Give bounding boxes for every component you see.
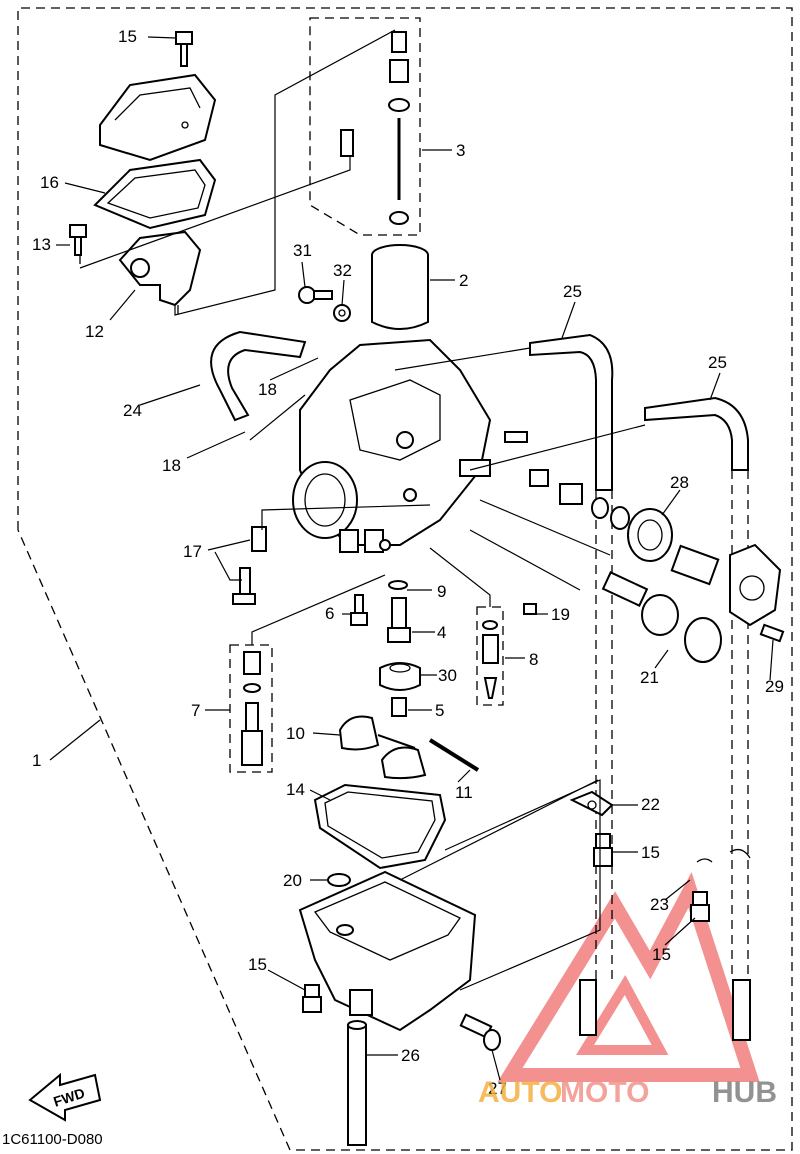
label-29: 29 [765, 677, 784, 696]
label-15-bowl: 15 [248, 955, 267, 974]
label-25-upper: 25 [563, 282, 582, 301]
clamp-23 [696, 848, 751, 863]
watermark-logo [497, 872, 760, 1082]
watermark-auto: AUTO [478, 1076, 562, 1109]
label-26: 26 [401, 1046, 420, 1065]
vent-hose-25b [644, 396, 749, 471]
float-bowl [298, 870, 477, 1032]
float-bowl-gasket-14 [313, 783, 447, 870]
idle-screw-parts [504, 431, 630, 530]
screw-13 [69, 224, 87, 256]
screw-15-right-lower [690, 891, 710, 922]
bracket-12 [118, 230, 202, 307]
label-21: 21 [640, 668, 659, 687]
label-24: 24 [123, 401, 142, 420]
screw-31 [298, 286, 333, 304]
label-13: 13 [32, 235, 51, 254]
washer-30 [379, 662, 421, 691]
label-15-right-upper: 15 [641, 843, 660, 862]
label-23: 23 [650, 895, 669, 914]
label-18-upper: 18 [258, 380, 277, 399]
diaphragm-cap-28 [627, 508, 673, 562]
label-17: 17 [183, 542, 202, 561]
jet-6 [350, 594, 368, 626]
watermark-moto: MOTO [560, 1076, 649, 1109]
pilot-jet-7 [241, 651, 263, 766]
label-8: 8 [529, 650, 538, 669]
label-18-lower: 18 [162, 456, 181, 475]
cover-29 [729, 543, 782, 627]
label-5: 5 [435, 701, 444, 720]
throttle-slide-2 [371, 244, 429, 330]
label-15-right-lower: 15 [652, 945, 671, 964]
screw-29 [759, 623, 785, 643]
main-jet-5 [391, 697, 407, 717]
label-3: 3 [456, 141, 465, 160]
label-19: 19 [551, 605, 570, 624]
label-31: 31 [293, 241, 312, 260]
label-27: 27 [488, 1079, 507, 1098]
spring [670, 544, 720, 586]
label-28: 28 [670, 473, 689, 492]
washer-32 [333, 304, 351, 322]
diagram-code: 1C61100-D080 [2, 1131, 103, 1148]
label-1: 1 [32, 751, 41, 770]
screw-15-bowl-left [302, 984, 322, 1013]
float-10 [338, 715, 427, 780]
assembly-boundary [17, 7, 793, 1151]
needle-assembly-3 [340, 31, 410, 225]
o-ring-9 [388, 580, 408, 590]
label-30: 30 [438, 666, 457, 685]
label-4: 4 [437, 623, 446, 642]
carburetor-body [292, 338, 492, 553]
label-10: 10 [286, 724, 305, 743]
label-32: 32 [333, 261, 352, 280]
screw-19 [523, 603, 537, 615]
label-11: 11 [455, 783, 473, 802]
watermark-hub: HUB [712, 1076, 777, 1109]
label-22: 22 [641, 795, 660, 814]
label-12: 12 [85, 322, 104, 341]
vent-hose-25a [529, 333, 614, 491]
fwd-arrow-icon: FWD [28, 1072, 102, 1122]
plate-22 [569, 790, 614, 817]
label-2: 2 [459, 271, 468, 290]
label-7: 7 [191, 701, 200, 720]
label-14: 14 [286, 780, 305, 799]
needle-jet-4 [387, 597, 411, 643]
o-ring-20 [327, 873, 351, 887]
drain-hose-26 [347, 1024, 367, 1146]
top-cover [99, 73, 217, 162]
label-25-right: 25 [708, 353, 727, 372]
label-15-top: 15 [118, 27, 137, 46]
drain-screw-27 [459, 1013, 501, 1051]
watermark-text: AUTO MOTO HUB [478, 1076, 777, 1109]
label-6: 6 [325, 604, 334, 623]
label-9: 9 [437, 582, 446, 601]
screw-15-top [175, 31, 193, 67]
pilot-screw-17 [232, 526, 267, 605]
label-20: 20 [283, 871, 302, 890]
float-valve-8 [482, 620, 499, 699]
hose-24 [210, 330, 307, 422]
label-16: 16 [40, 173, 59, 192]
screw-15-right-upper [593, 833, 613, 867]
plunger-21 [601, 571, 722, 663]
gasket-16 [93, 158, 217, 230]
float-pin-11 [428, 738, 480, 772]
